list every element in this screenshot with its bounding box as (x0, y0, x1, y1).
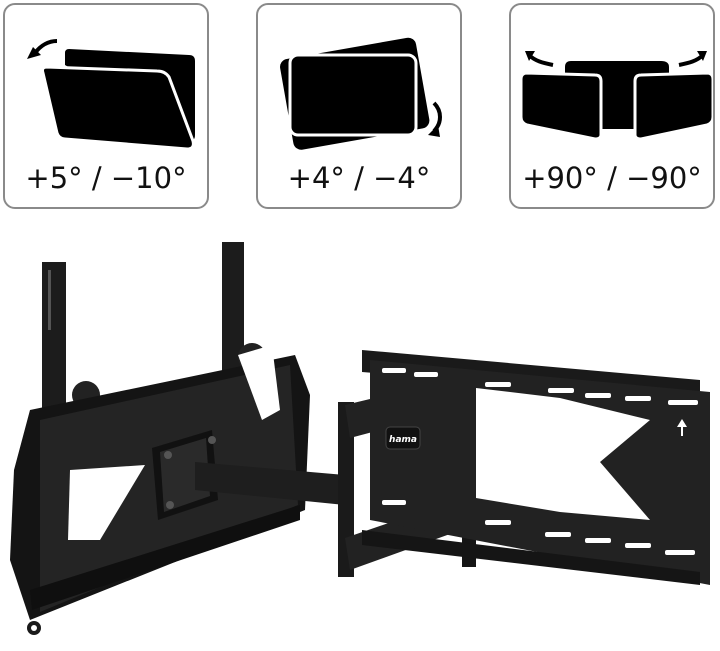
tilt-icon (27, 39, 195, 151)
feature-tilt-box: +5° / −10° (3, 3, 209, 209)
brand-badge: hama (385, 426, 421, 450)
vertical-rail-right (222, 242, 244, 372)
swivel-range-label: +90° / −90° (522, 161, 702, 195)
swivel-icon (519, 51, 713, 141)
pivot-plate (152, 430, 218, 520)
tilt-range-label: +5° / −10° (25, 161, 187, 195)
rotate-range-label: +4° / −4° (287, 161, 431, 195)
svg-text:hama: hama (389, 435, 417, 445)
tv-wall-mount-image: hama (10, 242, 710, 635)
vertical-rail-left (42, 262, 66, 412)
tv-bracket (362, 350, 710, 585)
feature-swivel-box: +90° / −90° (509, 3, 715, 209)
feature-rotate-box: +4° / −4° (256, 3, 462, 209)
rotate-icon (280, 37, 442, 150)
orientation-arrow-icon (677, 419, 687, 436)
